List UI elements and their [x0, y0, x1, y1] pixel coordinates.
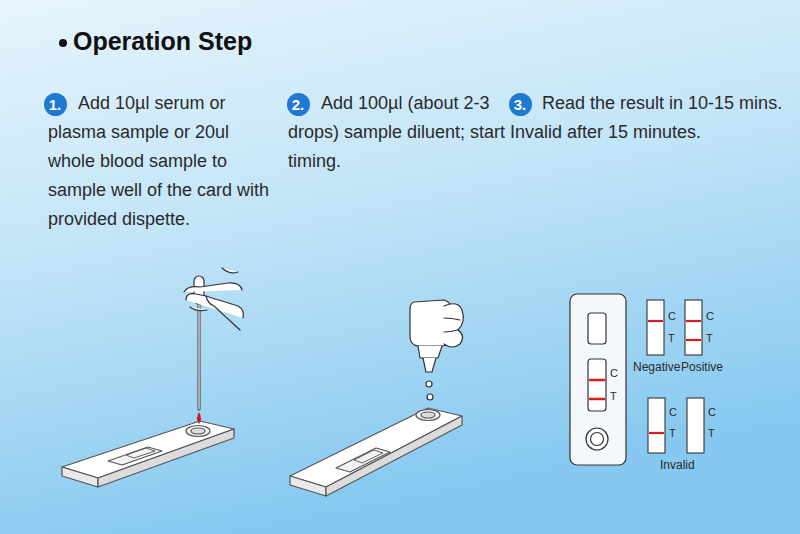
- line-letter: T: [669, 428, 676, 439]
- step-number: 2.: [287, 93, 310, 116]
- result-strips: [647, 300, 704, 453]
- step-instruction: Add 100µl (about 2-3 drops) sample dilue…: [288, 89, 506, 176]
- line-letter: C: [668, 311, 676, 322]
- step-number-text: 2.: [292, 97, 305, 112]
- line-letter: T: [706, 333, 713, 344]
- result-cassette: [570, 294, 626, 465]
- step-number: 3.: [509, 93, 532, 116]
- line-letter: T: [708, 428, 715, 439]
- test-cassette: [62, 421, 234, 487]
- result-name: Negative: [633, 361, 680, 373]
- line-letter: C: [669, 407, 677, 418]
- line-letter: T: [668, 333, 675, 344]
- step-number-text: 3.: [514, 97, 527, 112]
- line-letter: C: [610, 368, 618, 379]
- step-instruction: Add 10µl serum or plasma sample or 20ul …: [48, 89, 278, 234]
- line-letter: T: [610, 391, 617, 402]
- diluent-bottle: [410, 300, 463, 400]
- bullet: [59, 39, 67, 47]
- line-letter: C: [708, 407, 716, 418]
- title: Operation Step: [73, 27, 252, 56]
- test-cassette: [290, 408, 462, 496]
- step-number: 1.: [44, 93, 67, 116]
- step-number-text: 1.: [49, 97, 62, 112]
- result-name: Positive: [681, 361, 723, 373]
- dropper-hand: [184, 268, 243, 409]
- blood-drop: [197, 412, 201, 424]
- step-instruction: Read the result in 10-15 mins. Invalid a…: [510, 89, 792, 147]
- line-letter: C: [706, 311, 714, 322]
- result-name: Invalid: [660, 459, 695, 471]
